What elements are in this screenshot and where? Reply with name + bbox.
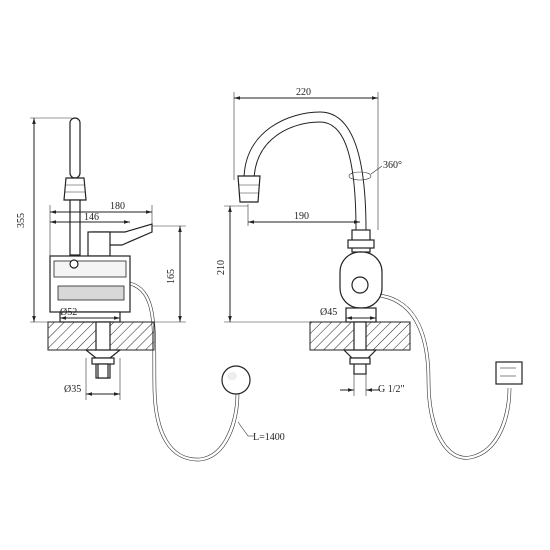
front-view: 220 190 210 360° Ø45 G 1/2"	[216, 87, 523, 460]
dim-label-rotation: 360°	[383, 160, 402, 171]
plug-round	[221, 365, 251, 395]
indicator-light	[69, 259, 79, 269]
base-ring-front	[345, 307, 377, 323]
plug-schuko	[495, 361, 523, 385]
heater-display	[57, 285, 125, 301]
wing-nut-front	[342, 349, 378, 359]
dim-label-210: 210	[216, 260, 227, 275]
spout-aerator	[237, 175, 261, 203]
power-cable-front	[379, 293, 509, 457]
dim-label-180: 180	[110, 201, 125, 212]
dim-label-d35: Ø35	[64, 384, 81, 395]
swivel-ring	[348, 171, 372, 181]
power-cable	[129, 281, 237, 459]
dim-label-cable-length: L=1400	[253, 432, 285, 443]
wing-nut	[84, 349, 122, 359]
temperature-knob	[351, 276, 369, 294]
dim-label-190: 190	[294, 211, 309, 222]
mounting-stud-front	[353, 321, 367, 375]
handle-cartridge	[87, 231, 111, 257]
dim-label-thread: G 1/2"	[378, 384, 405, 395]
gooseneck-spout	[243, 111, 367, 231]
side-view: 355 180 146 165 Ø52 Ø35 L=1400	[16, 117, 285, 462]
dim-label-d52: Ø52	[60, 307, 77, 318]
dim-label-220: 220	[296, 87, 311, 98]
spout-pipe-lower	[69, 199, 81, 256]
dim-label-355: 355	[16, 213, 27, 228]
dim-label-d45: Ø45	[320, 307, 337, 318]
spout-collar	[63, 177, 87, 201]
dim-label-165: 165	[166, 269, 177, 284]
dim-label-146: 146	[84, 212, 99, 223]
spout-pipe-top	[69, 117, 81, 179]
